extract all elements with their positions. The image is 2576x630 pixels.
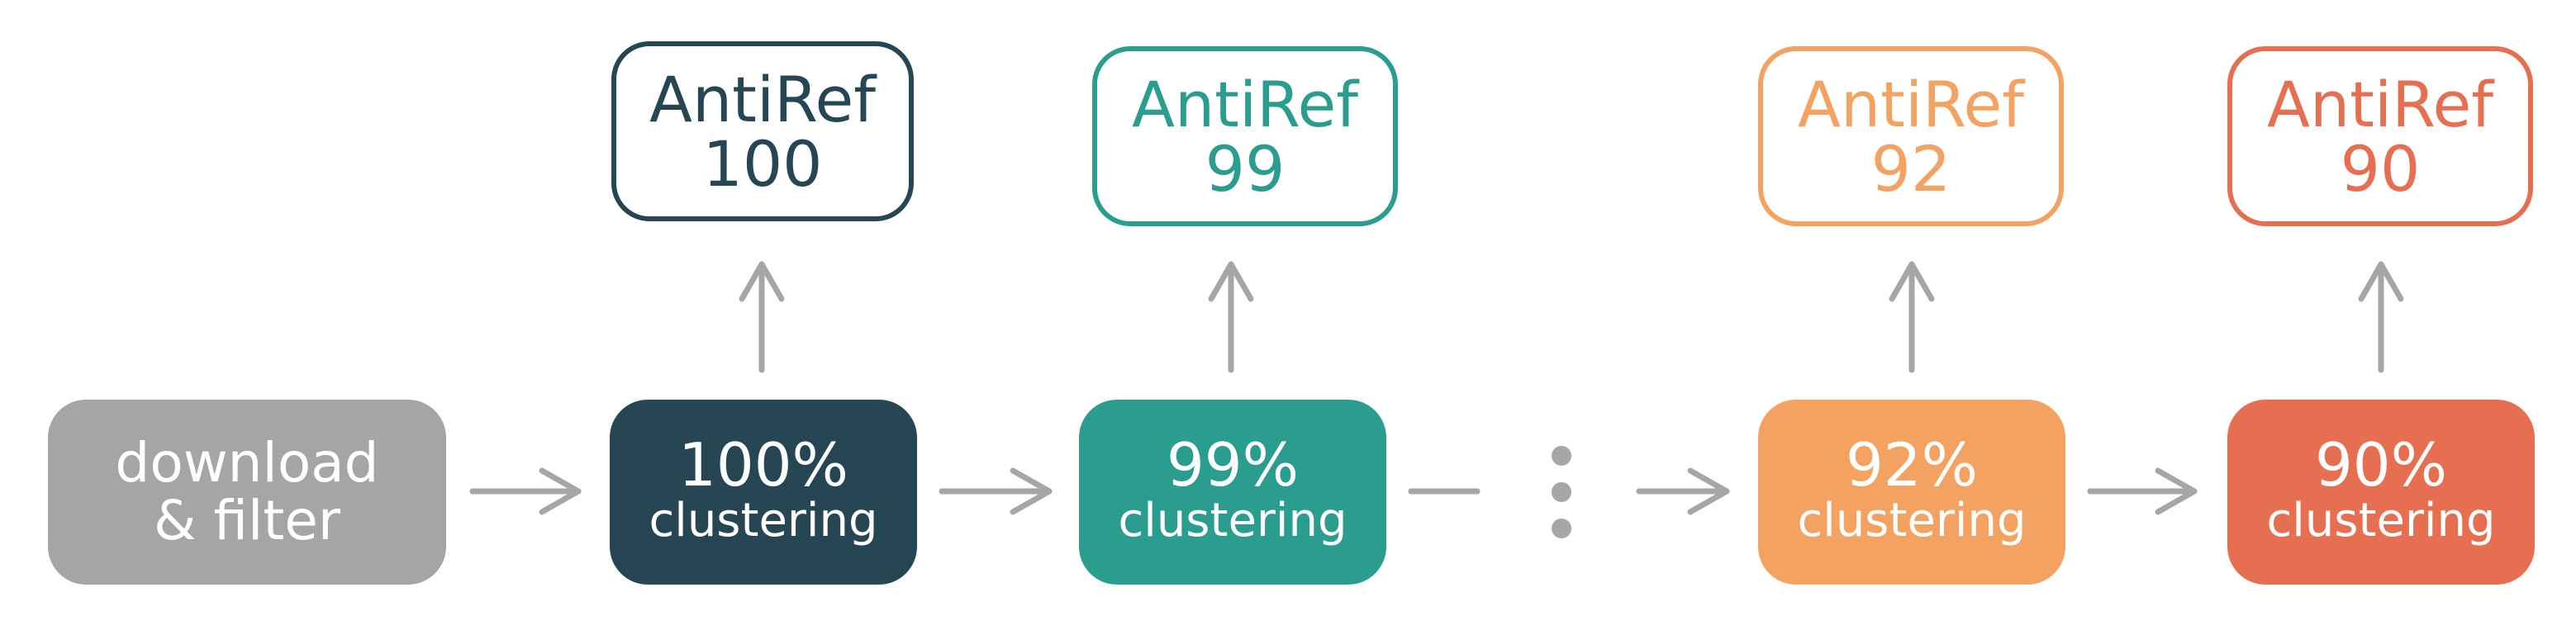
output-level: 99	[1205, 132, 1286, 206]
step-clustering-100: 100% clustering	[610, 400, 917, 585]
output-antiref-92: AntiRef 92	[1758, 46, 2064, 226]
step-subtitle: clustering	[2266, 494, 2496, 547]
output-name: AntiRef	[2267, 68, 2493, 141]
arrow-right-4	[2087, 467, 2198, 515]
step-clustering-99: 99% clustering	[1079, 400, 1386, 585]
step-download-filter: download & filter	[48, 400, 446, 585]
arrow-up-1	[739, 261, 785, 373]
arrow-right-3	[1636, 467, 1730, 515]
step-subtitle: clustering	[1797, 494, 2027, 547]
output-antiref-99: AntiRef 99	[1092, 46, 1398, 226]
arrow-up-3	[1889, 261, 1935, 373]
step-subtitle: & filter	[154, 489, 340, 552]
step-subtitle: clustering	[649, 494, 878, 547]
output-level: 92	[1870, 132, 1951, 206]
step-title: 100%	[678, 430, 848, 500]
ellipsis-dot	[1552, 446, 1571, 466]
output-level: 100	[702, 127, 823, 201]
output-antiref-90: AntiRef 90	[2227, 46, 2533, 226]
output-antiref-100: AntiRef 100	[611, 41, 914, 221]
step-title: download	[115, 431, 379, 495]
arrow-right-1	[469, 467, 582, 515]
step-clustering-92: 92% clustering	[1758, 400, 2065, 585]
arrow-up-4	[2358, 261, 2404, 373]
output-name: AntiRef	[649, 63, 876, 136]
step-clustering-90: 90% clustering	[2227, 400, 2535, 585]
output-level: 90	[2340, 132, 2421, 206]
output-name: AntiRef	[1132, 68, 1358, 141]
step-title: 92%	[1845, 430, 1979, 500]
step-subtitle: clustering	[1118, 494, 1347, 547]
ellipsis-dot	[1552, 519, 1571, 538]
arrow-right-2	[939, 467, 1053, 515]
arrow-up-2	[1208, 261, 1254, 373]
step-title: 90%	[2314, 430, 2448, 500]
step-title: 99%	[1166, 430, 1300, 500]
output-name: AntiRef	[1798, 68, 2024, 141]
ellipsis-dot	[1552, 482, 1571, 502]
